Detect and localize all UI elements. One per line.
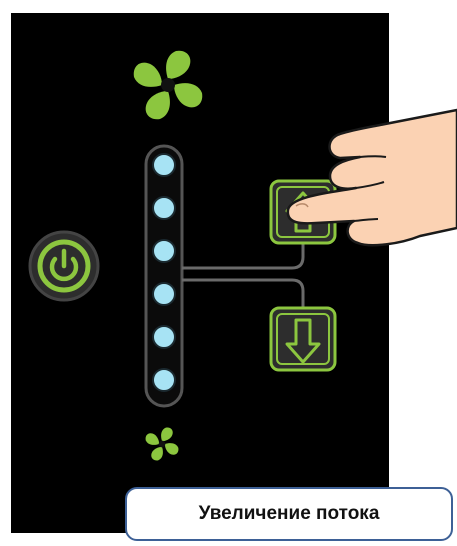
speed-led [152,368,176,392]
power-icon [49,248,79,282]
connector-line-up [182,240,305,270]
speed-leds [152,153,176,392]
speed-led [152,196,176,220]
fan-small-icon [145,427,179,461]
connector-line-down [182,278,305,308]
speed-led [152,325,176,349]
down-button[interactable] [269,306,337,372]
arrow-down-icon [285,318,321,364]
speed-led [152,153,176,177]
speed-led [152,282,176,306]
speed-led-frame [144,144,184,408]
speed-led [152,239,176,263]
fan-large-icon [133,50,203,120]
power-button[interactable] [28,230,100,302]
pointing-hand-icon [286,108,457,247]
caption-label: Увеличение потока [125,487,453,541]
